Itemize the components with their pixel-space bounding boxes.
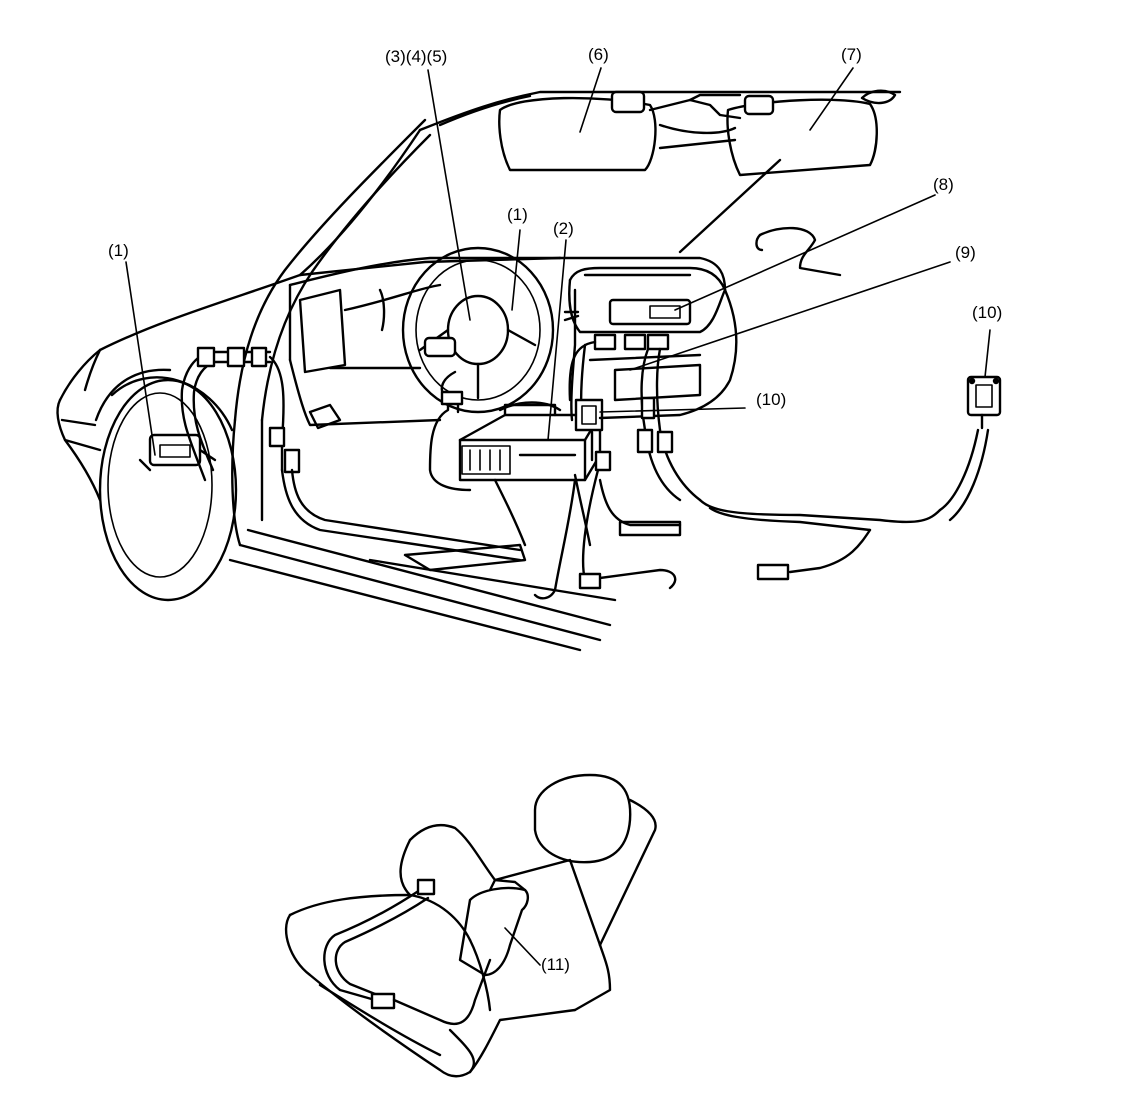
- seat: [284, 773, 657, 1078]
- harness-center: [533, 288, 677, 600]
- label-2: (2): [553, 219, 574, 238]
- label-3-4-5: (3)(4)(5): [385, 47, 447, 66]
- label-6: (6): [588, 45, 609, 64]
- label-9: (9): [955, 243, 976, 262]
- front-wheel: [94, 368, 238, 602]
- side-impact-sensor-right: [938, 375, 1002, 522]
- side-window-right: [755, 226, 842, 277]
- sun-visor-passenger: [726, 89, 897, 177]
- label-8: (8): [933, 175, 954, 194]
- label-10-center: (10): [756, 390, 786, 409]
- steering-wheel: [401, 246, 555, 414]
- harness-seat: [323, 878, 492, 1026]
- sun-visor-driver: [498, 90, 657, 172]
- front-impact-sensor-left: [138, 433, 217, 472]
- dashboard: [288, 256, 562, 430]
- center-console: [403, 473, 592, 572]
- label-10-right: (10): [972, 303, 1002, 322]
- harness-front-left: [180, 346, 522, 562]
- harness-steering: [428, 390, 472, 492]
- leader-lines: [125, 67, 991, 966]
- passenger-dashboard: [558, 158, 782, 420]
- label-1-left: (1): [108, 241, 129, 260]
- harness-passenger: [568, 333, 942, 581]
- label-11: (11): [541, 955, 570, 974]
- label-7: (7): [841, 45, 862, 64]
- callout-labels: (1) (3)(4)(5) (6) (7) (1) (2) (8) (9) (1…: [108, 45, 1002, 974]
- car-body-outline: [56, 90, 902, 652]
- label-1-center: (1): [507, 205, 528, 224]
